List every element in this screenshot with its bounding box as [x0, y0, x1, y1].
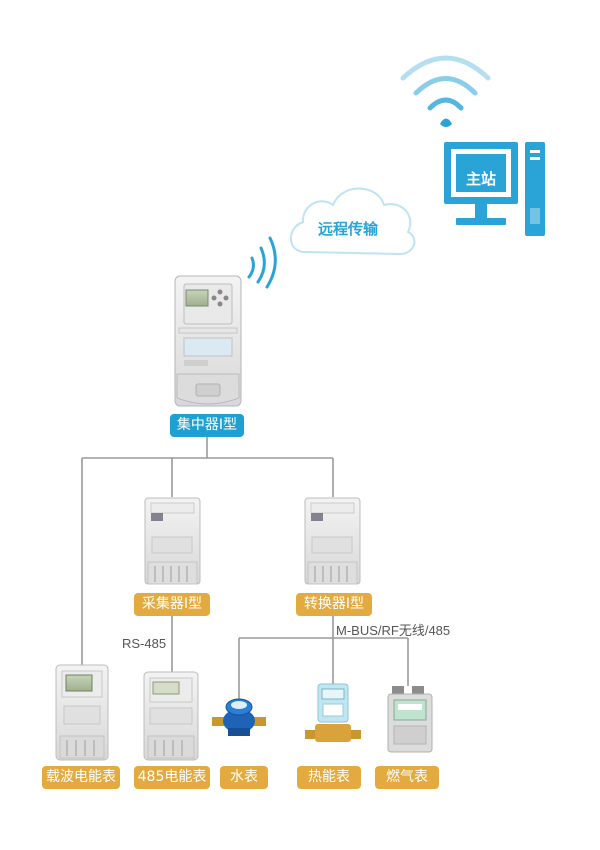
master-station-label: 主站 [466, 170, 497, 188]
rs485-meter-icon [143, 671, 199, 761]
concentrator-label: 集中器I型 [170, 414, 244, 437]
end-device-label: 水表 [220, 766, 268, 789]
end-device-label: 热能表 [297, 766, 361, 789]
converter-label: 转换器I型 [296, 593, 372, 616]
cloud-icon [289, 187, 416, 256]
computer-monitor-icon [444, 142, 545, 236]
converter-device-icon [304, 497, 361, 585]
collector-device-icon [144, 497, 201, 585]
wifi-top-icon [400, 55, 491, 127]
rs485-connection-label: RS-485 [122, 636, 167, 651]
mbus-connection-label: M-BUS/RF无线/485 [336, 623, 451, 638]
end-device-label: 载波电能表 [42, 766, 120, 789]
heat-meter-icon [305, 683, 361, 742]
connection-lines [81, 436, 409, 700]
concentrator-signal-icon [247, 236, 277, 289]
cloud-label: 远程传输 [318, 220, 379, 238]
gas-meter-icon [387, 686, 433, 753]
collector-label: 采集器I型 [134, 593, 210, 616]
water-meter-icon [212, 698, 266, 736]
carrier-meter-icon [55, 664, 109, 761]
end-device-label: 燃气表 [375, 766, 439, 789]
concentrator-device-icon [174, 275, 242, 407]
end-device-label: 485电能表 [134, 766, 210, 789]
